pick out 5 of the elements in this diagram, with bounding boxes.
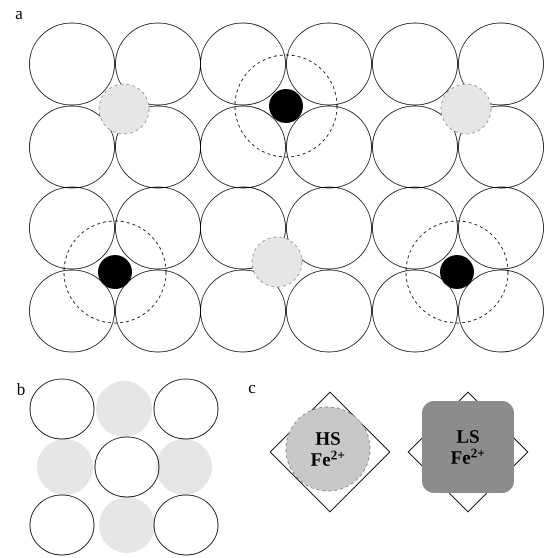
panel-label: c — [248, 384, 256, 394]
diamond-frame — [270, 392, 390, 512]
panel-label: a — [16, 10, 23, 20]
panel-label: b — [16, 383, 25, 395]
ion-square: LS Fe$^{2+}$ — [422, 401, 514, 493]
